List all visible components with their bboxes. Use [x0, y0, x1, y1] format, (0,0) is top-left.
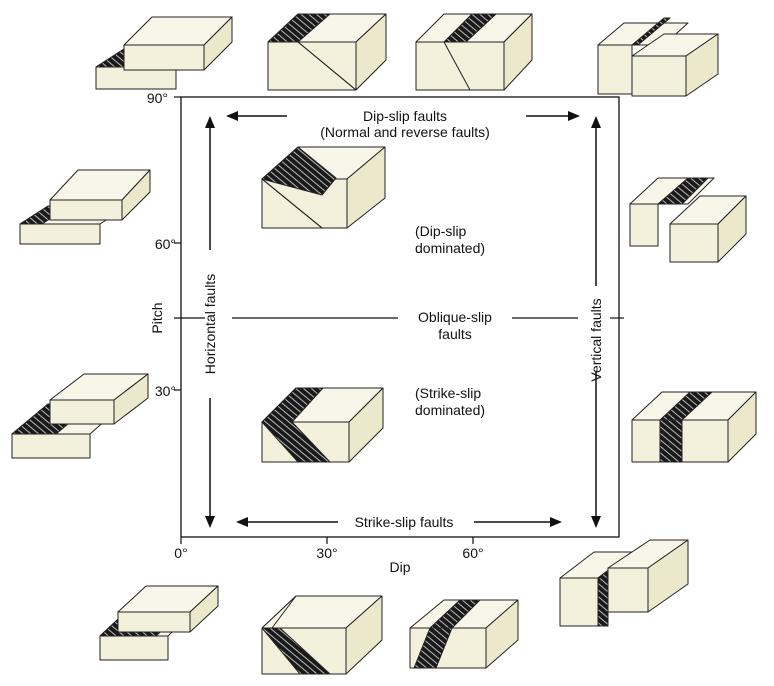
x-tick-30: 30°	[316, 545, 337, 561]
x-tick-0: 0°	[174, 545, 187, 561]
y-tick-60: 60°	[155, 236, 176, 252]
vertical-faults-arrow	[591, 116, 601, 528]
block-diagram-top-1	[95, 16, 233, 90]
strike-slip-arrows	[236, 517, 562, 527]
dip-dominated-line2: dominated)	[415, 240, 485, 256]
block-diagram-bottom-4	[559, 539, 689, 627]
block-diagram-bottom-2	[261, 595, 383, 675]
block-diagram-top-2	[267, 13, 387, 91]
oblique-label-line2: faults	[438, 326, 471, 342]
block-diagram-left-60	[19, 169, 151, 245]
block-diagram-bottom-1	[99, 585, 219, 661]
axis-ticks	[174, 96, 474, 544]
block-diagram-left-30	[11, 373, 149, 459]
diagram-frame	[180, 96, 620, 538]
y-tick-90: 90°	[147, 90, 168, 106]
dip-dominated-line1: (Dip-slip	[415, 223, 467, 239]
strike-dominated-line1: (Strike-slip	[415, 385, 481, 401]
vertical-faults-label: Vertical faults	[588, 298, 604, 381]
horizontal-faults-arrow	[205, 116, 215, 528]
y-axis-title: Pitch	[149, 302, 165, 333]
block-diagram-top-4	[597, 17, 719, 97]
x-tick-60: 60°	[462, 545, 483, 561]
block-diagram-bottom-3	[409, 599, 519, 669]
block-diagram-right-60	[629, 177, 747, 263]
dip-slip-label-line1: Dip-slip faults	[363, 108, 447, 124]
block-diagram-strike-dominated	[261, 387, 384, 463]
oblique-label-line1: Oblique-slip	[418, 309, 492, 325]
horizontal-faults-label: Horizontal faults	[202, 274, 218, 374]
strike-dominated-line2: dominated)	[415, 402, 485, 418]
block-diagram-right-30	[631, 391, 757, 463]
dip-slip-label-line2: (Normal and reverse faults)	[320, 124, 490, 140]
block-diagram-dip-dominated	[261, 146, 386, 229]
x-axis-title: Dip	[389, 559, 410, 575]
y-tick-30: 30°	[155, 383, 176, 399]
block-diagram-top-3	[415, 13, 533, 91]
strike-slip-label: Strike-slip faults	[355, 514, 454, 530]
dip-slip-arrows	[226, 111, 580, 121]
